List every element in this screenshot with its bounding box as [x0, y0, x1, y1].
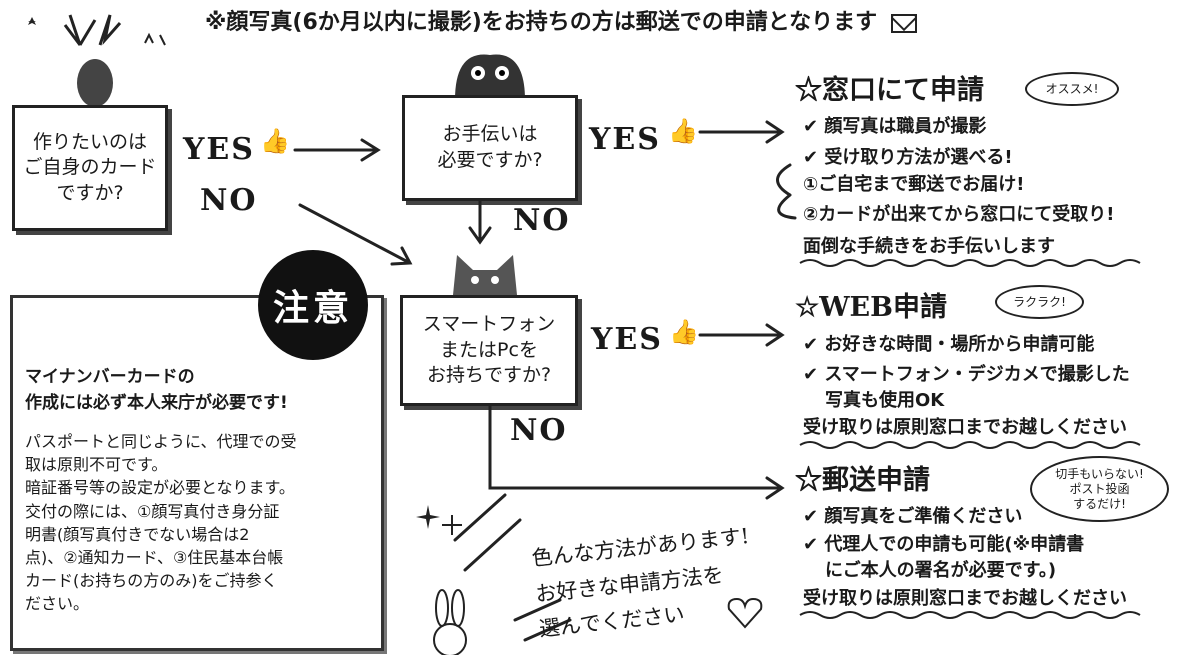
- thumbs-up-icon: 👍: [669, 318, 699, 346]
- no-label-2: NO: [513, 203, 571, 238]
- window-sub-2: ②カードが出来てから窓口にて受取り!: [803, 204, 1115, 225]
- thumbs-up-icon: 👍: [260, 127, 290, 155]
- owl-illustration: [455, 54, 525, 100]
- top-notice-text: ※顔写真(6か月以内に撮影)をお持ちの方は郵送での申請となります: [205, 10, 878, 35]
- question-need-help: お手伝いは 必要ですか?: [402, 95, 578, 201]
- option-web-title: ☆WEB申請: [795, 292, 947, 323]
- mail-item-2: ✔ 代理人での申請も可能(※申請書: [803, 534, 1085, 555]
- web-note: 受け取りは原則窓口までお越しください: [803, 417, 1127, 438]
- yes-label-1: YES: [183, 132, 255, 167]
- deer-illustration: [28, 14, 166, 107]
- yes-label-2: YES: [589, 122, 661, 157]
- web-item-1: ✔ お好きな時間・場所から申請可能: [803, 334, 1095, 355]
- question-smartphone: スマートフォン またはPcを お持ちですか?: [400, 295, 578, 406]
- option-mail-title: ☆郵送申請: [795, 465, 930, 496]
- mail-item-3: にご本人の署名が必要です。): [825, 560, 1057, 581]
- no-label-3: NO: [510, 413, 568, 448]
- web-item-2: ✔ スマートフォン・デジカメで撮影した: [803, 364, 1130, 385]
- window-item-2: ✔ 受け取り方法が選べる!: [803, 147, 1013, 168]
- caution-body: パスポートと同じように、代理での受 取は原則不可です。 暗証番号等の設定が必要と…: [25, 432, 297, 614]
- recommend-bubble: オススメ!: [1025, 72, 1119, 106]
- mail-item-1: ✔ 顔写真をご準備ください: [803, 506, 1023, 527]
- cat-illustration: [453, 255, 517, 295]
- question-own-card: 作りたいのは ご自身のカード ですか?: [12, 105, 168, 231]
- window-sub-1: ①ご自宅まで郵送でお届け!: [803, 174, 1025, 195]
- envelope-icon: [890, 13, 917, 33]
- no-stamp-bubble: 切手もいらない! ポスト投函 するだけ!: [1030, 456, 1169, 522]
- yes-label-3: YES: [591, 322, 663, 357]
- easy-bubble: ラクラク!: [995, 285, 1084, 319]
- wavy-divider: [799, 611, 1141, 619]
- caution-heading-2: 作成には必ず本人来庁が必要です!: [25, 393, 288, 413]
- heart-icon: [727, 597, 763, 629]
- mail-note: 受け取りは原則窓口までお越しください: [803, 588, 1127, 609]
- window-note: 面倒な手続きをお手伝いします: [803, 236, 1055, 257]
- option-window-title: ☆窓口にて申請: [795, 75, 984, 106]
- caution-badge: 注意: [258, 250, 368, 360]
- wavy-divider: [799, 259, 1141, 267]
- window-item-1: ✔ 顔写真は職員が撮影: [803, 116, 987, 137]
- no-label-1: NO: [200, 183, 258, 218]
- wavy-divider: [799, 441, 1141, 449]
- rabbit-illustration: [433, 589, 467, 655]
- handwritten-message: 色んな方法があります! お好きな申請方法を 選んでください: [530, 523, 751, 642]
- web-item-3: 写真も使用OK: [825, 390, 945, 411]
- top-notice: ※顔写真(6か月以内に撮影)をお持ちの方は郵送での申請となります: [205, 4, 917, 36]
- thumbs-up-icon: 👍: [668, 117, 698, 145]
- caution-heading-1: マイナンバーカードの: [25, 367, 195, 387]
- sparkle-icon: [416, 505, 462, 535]
